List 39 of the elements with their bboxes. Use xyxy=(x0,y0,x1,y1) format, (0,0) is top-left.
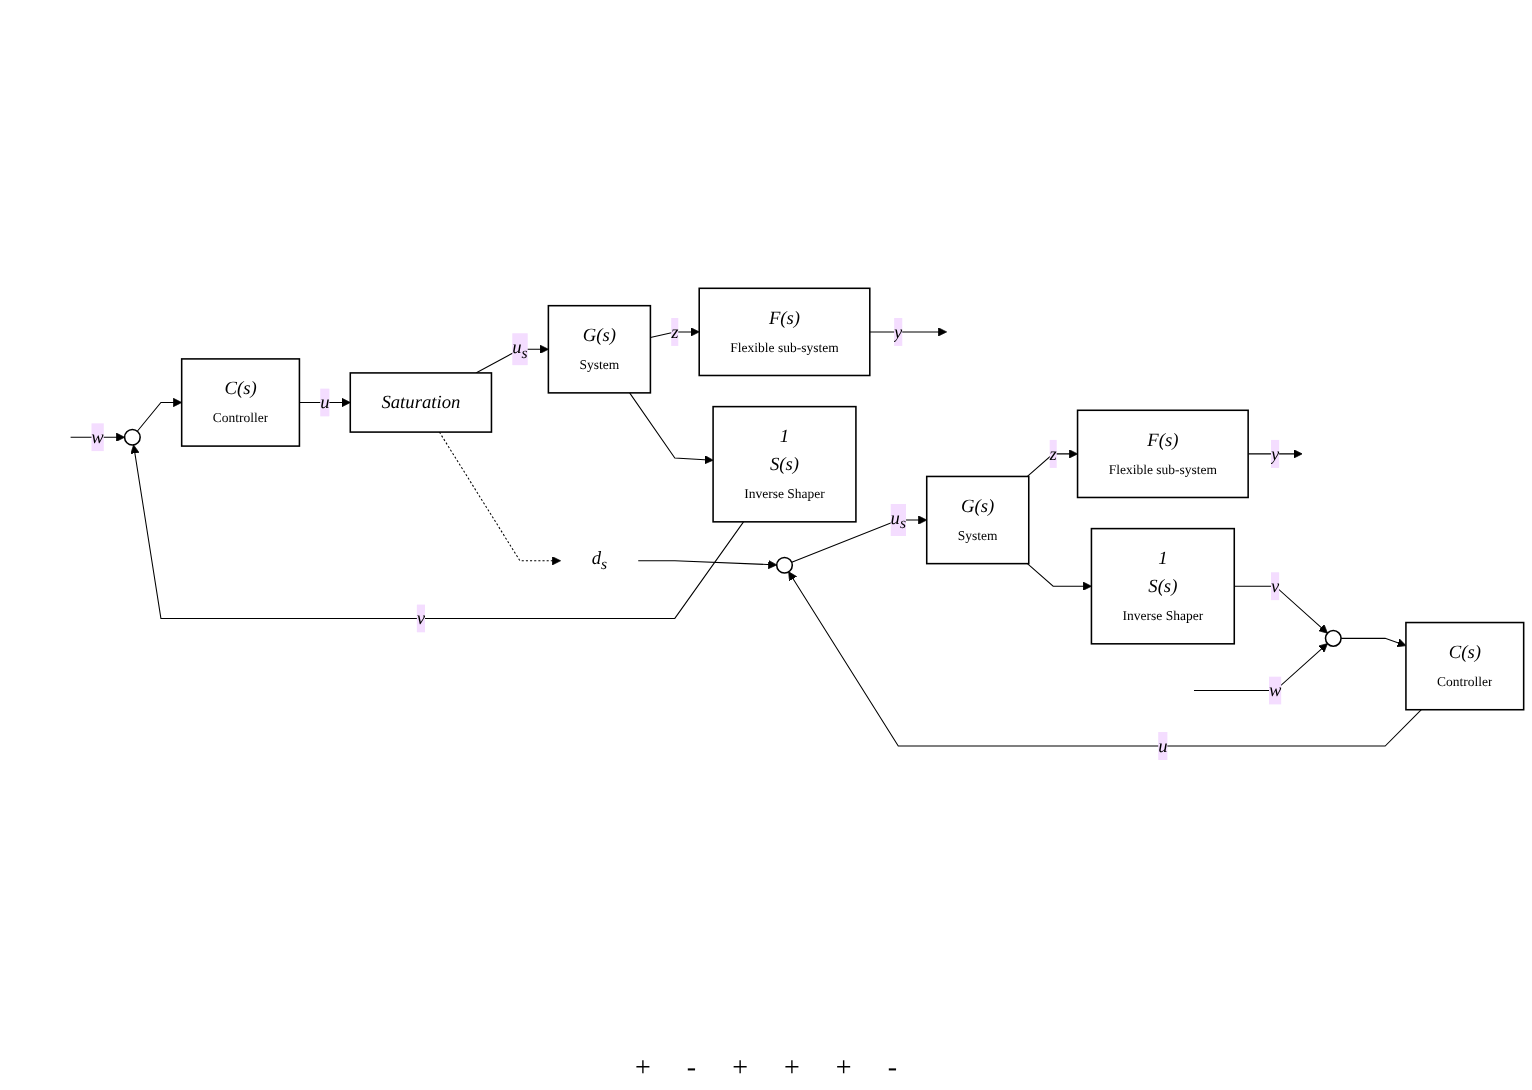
node-box: Saturation xyxy=(349,372,493,434)
arrow xyxy=(130,445,745,620)
arrow xyxy=(788,572,1422,748)
edge-label: y xyxy=(1270,443,1280,465)
edge-label: v xyxy=(416,608,426,630)
sign-label: + xyxy=(633,1054,653,1086)
edge-label: v xyxy=(1270,576,1280,597)
edge-label: u$_{s}$ xyxy=(512,337,528,363)
edge-label: y xyxy=(894,321,903,343)
arrow xyxy=(1193,643,1328,692)
arrow xyxy=(869,328,947,338)
sign-label: - xyxy=(885,1054,899,1086)
sign-label: + xyxy=(730,1054,750,1086)
arrow xyxy=(1026,563,1092,592)
node-circle xyxy=(775,557,794,575)
arrow xyxy=(1340,638,1407,649)
arrow xyxy=(637,560,778,570)
arrow xyxy=(1233,586,1328,635)
edge-label: z xyxy=(671,321,679,343)
edge-label: u$_{s}$ xyxy=(890,507,906,534)
arrow xyxy=(649,328,700,339)
arrow xyxy=(1026,450,1078,478)
sign-label: + xyxy=(833,1054,854,1086)
arrow xyxy=(475,345,549,375)
arrow xyxy=(791,516,928,564)
edge-label: z xyxy=(1049,443,1057,465)
edge-label: u xyxy=(1158,735,1168,757)
arrow xyxy=(438,432,561,567)
node-text: d$_{s}$ xyxy=(591,548,608,575)
sign-label: + xyxy=(782,1054,802,1086)
edge-label: w xyxy=(91,427,104,448)
node-circle xyxy=(1324,630,1342,648)
sign-label: - xyxy=(684,1054,699,1086)
arrow xyxy=(136,398,183,433)
node-circle xyxy=(123,429,141,447)
arrow xyxy=(298,398,351,408)
edge-label: u xyxy=(320,392,330,414)
edge-label: w xyxy=(1268,680,1282,702)
arrow xyxy=(629,393,714,466)
